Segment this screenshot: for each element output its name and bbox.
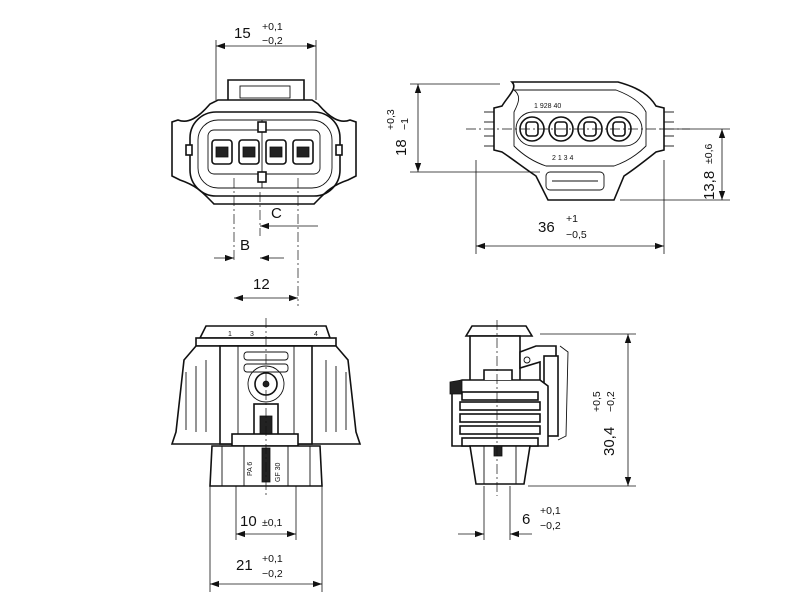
dim-13-8-tol: ±0,6 xyxy=(703,143,715,164)
dim-18-value: 18 xyxy=(393,139,410,156)
dim-30-4-value: 30,4 xyxy=(601,427,618,456)
dim-6-tol-plus: +0,1 xyxy=(540,505,561,517)
side-view: 30,4 +0,5 −0,2 6 +0,1 −0,2 xyxy=(449,320,636,540)
dim-15-value: 15 xyxy=(234,25,251,42)
dim-15-tol-plus: +0,1 xyxy=(262,21,283,33)
top-bar-mark-4: 4 xyxy=(314,331,318,338)
dim-36-tol-minus: −0,5 xyxy=(566,229,587,241)
dim-10-value: 10 xyxy=(240,513,257,530)
rear-view: 1 928 40 2 1 3 4 18 +0,3 −1 13,8 ±0,6 36… xyxy=(385,81,730,254)
dim-21-tol-minus: −0,2 xyxy=(262,568,283,580)
dim-30-4-tol-minus: −0,2 xyxy=(605,391,617,412)
rear-top-marking: 1 928 40 xyxy=(534,103,561,110)
pa-marking: PA 6 xyxy=(247,462,254,476)
dim-30-4-tol-plus: +0,5 xyxy=(591,391,603,412)
top-bar-mark-3: 3 xyxy=(250,331,254,338)
dim-6-tol-minus: −0,2 xyxy=(540,520,561,532)
dim-21-tol-plus: +0,1 xyxy=(262,553,283,565)
top-view: 1 3 4 PA 6 GF 30 xyxy=(170,318,362,592)
dim-13-8-value: 13,8 xyxy=(701,171,718,200)
dim-18-tol-minus: −1 xyxy=(399,118,411,130)
top-bar-mark-1: 1 xyxy=(228,331,232,338)
rear-bottom-marking: 2 1 3 4 xyxy=(552,155,574,162)
dim-21-value: 21 xyxy=(236,557,253,574)
gf-marking: GF 30 xyxy=(275,462,282,482)
dim-36-tol-plus: +1 xyxy=(566,213,578,225)
dim-B-label: B xyxy=(240,237,250,254)
dim-36-value: 36 xyxy=(538,219,555,236)
dim-C-label: C xyxy=(271,205,282,222)
dim-10-tol: ±0,1 xyxy=(262,517,283,529)
front-view: 15 +0,1 −0,2 C B 12 xyxy=(171,21,357,306)
dim-12-value: 12 xyxy=(253,276,270,293)
dim-6-value: 6 xyxy=(522,511,530,528)
dim-15-tol-minus: −0,2 xyxy=(262,35,283,47)
contact-cavities xyxy=(207,120,321,188)
dim-18-tol-plus: +0,3 xyxy=(385,109,397,130)
